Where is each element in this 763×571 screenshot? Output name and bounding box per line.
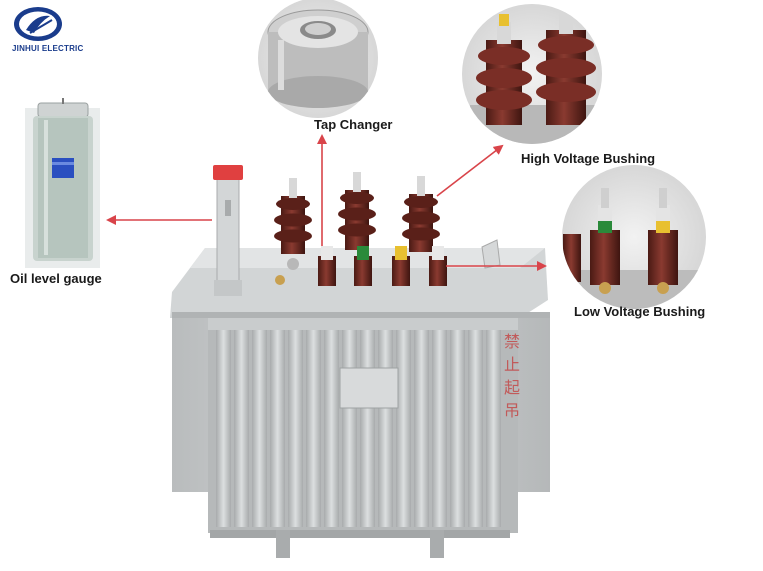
hv-bushing-arrow (436, 144, 504, 197)
low-voltage-bushing-image (562, 165, 706, 309)
oil-gauge-pipe (213, 165, 243, 296)
tap-changer-image (258, 0, 378, 118)
logo-icon (14, 7, 62, 41)
low-voltage-bushing-label: Low Voltage Bushing (574, 304, 706, 319)
arrow-icon (106, 134, 547, 271)
no-lifting-marking: 禁止起吊 (503, 332, 520, 420)
tap-changer-label: Tap Changer (314, 117, 393, 132)
high-voltage-bushing-label: High Voltage Bushing (521, 151, 656, 166)
radiator-fins (208, 318, 518, 533)
hv-bushings (274, 172, 440, 254)
lv-bushings (275, 246, 447, 286)
oil-level-gauge-label: Oil level gauge (10, 271, 102, 286)
nameplate (339, 367, 399, 409)
oil-level-gauge-image (25, 98, 100, 268)
high-voltage-bushing-image (462, 4, 602, 144)
logo-brand-text: JINHUI ELECTRIC (12, 44, 84, 53)
